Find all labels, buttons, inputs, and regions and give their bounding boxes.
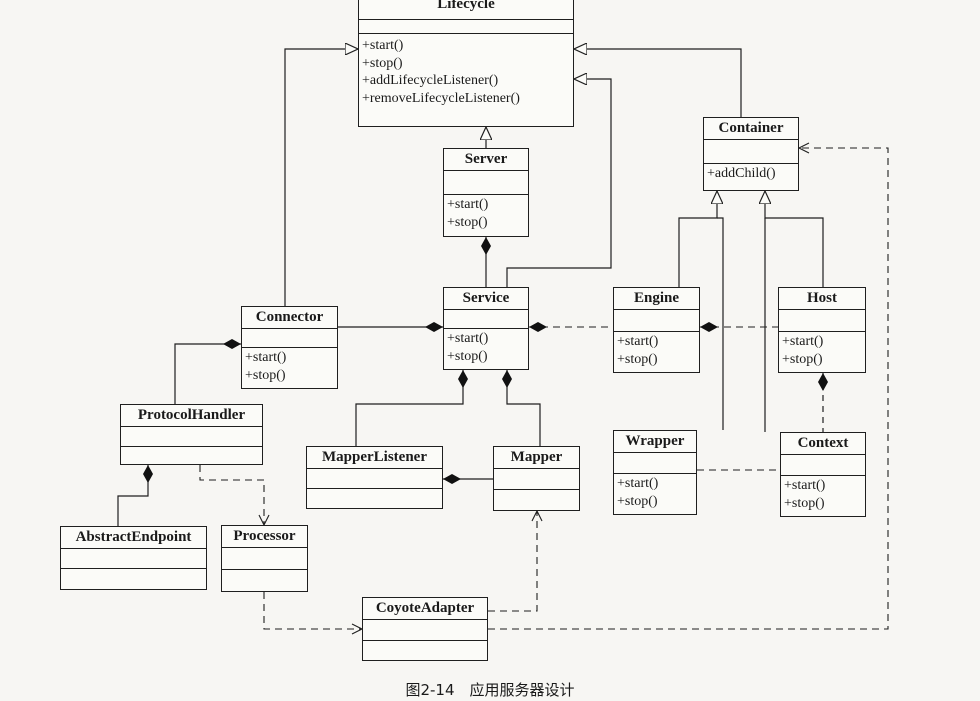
class-name: Mapper: [494, 447, 579, 469]
attribute-compartment: [704, 140, 798, 164]
connector-lifecycle-generalization: [284, 49, 358, 306]
wrapper-container-generalization: [717, 217, 724, 430]
operation: +start(): [784, 478, 826, 493]
class-host[interactable]: Host +start() +stop(): [778, 287, 866, 373]
attribute-compartment: [779, 310, 865, 332]
operations-compartment: [363, 641, 487, 652]
class-connector[interactable]: Connector +start() +stop(): [241, 306, 338, 389]
class-server[interactable]: Server +start() +stop(): [443, 148, 529, 237]
attribute-compartment: [222, 548, 307, 570]
operations-compartment: +start() +stop(): [444, 195, 528, 231]
operations-compartment: +start() +stop(): [779, 332, 865, 368]
operation: +start(): [782, 334, 824, 349]
class-processor[interactable]: Processor: [221, 525, 308, 592]
attribute-compartment: [614, 453, 696, 474]
class-name: Container: [704, 118, 798, 140]
class-mapper[interactable]: Mapper: [493, 446, 580, 511]
attribute-compartment: [307, 469, 442, 489]
class-wrapper[interactable]: Wrapper +start() +stop(): [613, 430, 697, 515]
class-name: Server: [444, 149, 528, 171]
operations-compartment: +start() +stop(): [614, 474, 696, 510]
processor-coyoteadapter-dependency: [263, 592, 362, 629]
class-coyote-adapter[interactable]: CoyoteAdapter: [362, 597, 488, 661]
operations-compartment: [121, 447, 262, 458]
operation: +stop(): [782, 351, 823, 367]
class-lifecycle[interactable]: Lifecycle +start() +stop() +addLifecycle…: [358, 0, 574, 127]
class-name: Context: [781, 433, 865, 455]
operation: +start(): [447, 197, 489, 212]
service-lifecycle-generalization: [506, 79, 612, 287]
operation: +stop(): [447, 348, 488, 364]
attribute-compartment: [494, 469, 579, 490]
operation: +removeLifecycleListener(): [362, 90, 520, 106]
attribute-compartment: [444, 310, 528, 329]
class-abstract-endpoint[interactable]: AbstractEndpoint: [60, 526, 207, 590]
class-name: Engine: [614, 288, 699, 310]
attribute-compartment: [614, 310, 699, 332]
class-protocol-handler[interactable]: ProtocolHandler: [120, 404, 263, 465]
operation: +stop(): [447, 214, 488, 230]
figure-caption: 图2-14 应用服务器设计: [405, 681, 575, 699]
service-mapper-composition: [502, 370, 541, 446]
class-name: MapperListener: [307, 447, 442, 469]
operation: +stop(): [362, 55, 403, 71]
class-name: Lifecycle: [359, 0, 573, 20]
operations-compartment: +start() +stop(): [614, 332, 699, 368]
operation: +stop(): [784, 495, 825, 511]
class-name: Wrapper: [614, 431, 696, 453]
protocolhandler-abstractendpoint-composition: [117, 465, 153, 526]
operation: +addLifecycleListener(): [362, 73, 499, 88]
operations-compartment: +addChild(): [704, 164, 798, 183]
operation: +addChild(): [707, 166, 776, 181]
class-name: Service: [444, 288, 528, 310]
host-container-generalization: [765, 191, 824, 287]
service-mapperlistener-composition: [355, 370, 468, 446]
class-context[interactable]: Context +start() +stop(): [780, 432, 866, 517]
class-name: Host: [779, 288, 865, 310]
operation: +stop(): [617, 351, 658, 367]
attribute-compartment: [444, 171, 528, 195]
class-name: Processor: [222, 526, 307, 548]
connector-protocolhandler-composition: [174, 339, 241, 404]
operations-compartment: +start() +stop(): [242, 348, 337, 384]
attribute-compartment: [359, 20, 573, 34]
class-mapper-listener[interactable]: MapperListener: [306, 446, 443, 509]
operations-compartment: +start() +stop(): [781, 476, 865, 512]
class-name: AbstractEndpoint: [61, 527, 206, 549]
operation: +start(): [245, 350, 287, 365]
container-lifecycle-generalization: [574, 49, 742, 117]
class-service[interactable]: Service +start() +stop(): [443, 287, 529, 370]
operation: +start(): [362, 38, 404, 53]
coyoteadapter-container-dependency: [488, 148, 889, 630]
coyoteadapter-mapper-dependency: [488, 511, 537, 612]
operation: +start(): [617, 334, 659, 349]
attribute-compartment: [363, 620, 487, 641]
protocolhandler-processor-dependency: [199, 465, 264, 525]
operations-compartment: [222, 570, 307, 581]
class-engine[interactable]: Engine +start() +stop(): [613, 287, 700, 373]
attribute-compartment: [242, 329, 337, 348]
operation: +stop(): [245, 367, 286, 383]
attribute-compartment: [121, 427, 262, 447]
operations-compartment: [307, 489, 442, 500]
class-name: Connector: [242, 307, 337, 329]
attribute-compartment: [781, 455, 865, 476]
class-container[interactable]: Container +addChild(): [703, 117, 799, 191]
operations-compartment: [61, 569, 206, 580]
operation: +start(): [617, 476, 659, 491]
class-name: CoyoteAdapter: [363, 598, 487, 620]
operations-compartment: +start() +stop() +addLifecycleListener()…: [359, 34, 573, 107]
operation: +stop(): [617, 493, 658, 509]
engine-container-generalization: [678, 191, 717, 287]
operations-compartment: [494, 490, 579, 501]
attribute-compartment: [61, 549, 206, 569]
operations-compartment: +start() +stop(): [444, 329, 528, 365]
class-name: ProtocolHandler: [121, 405, 262, 427]
operation: +start(): [447, 331, 489, 346]
